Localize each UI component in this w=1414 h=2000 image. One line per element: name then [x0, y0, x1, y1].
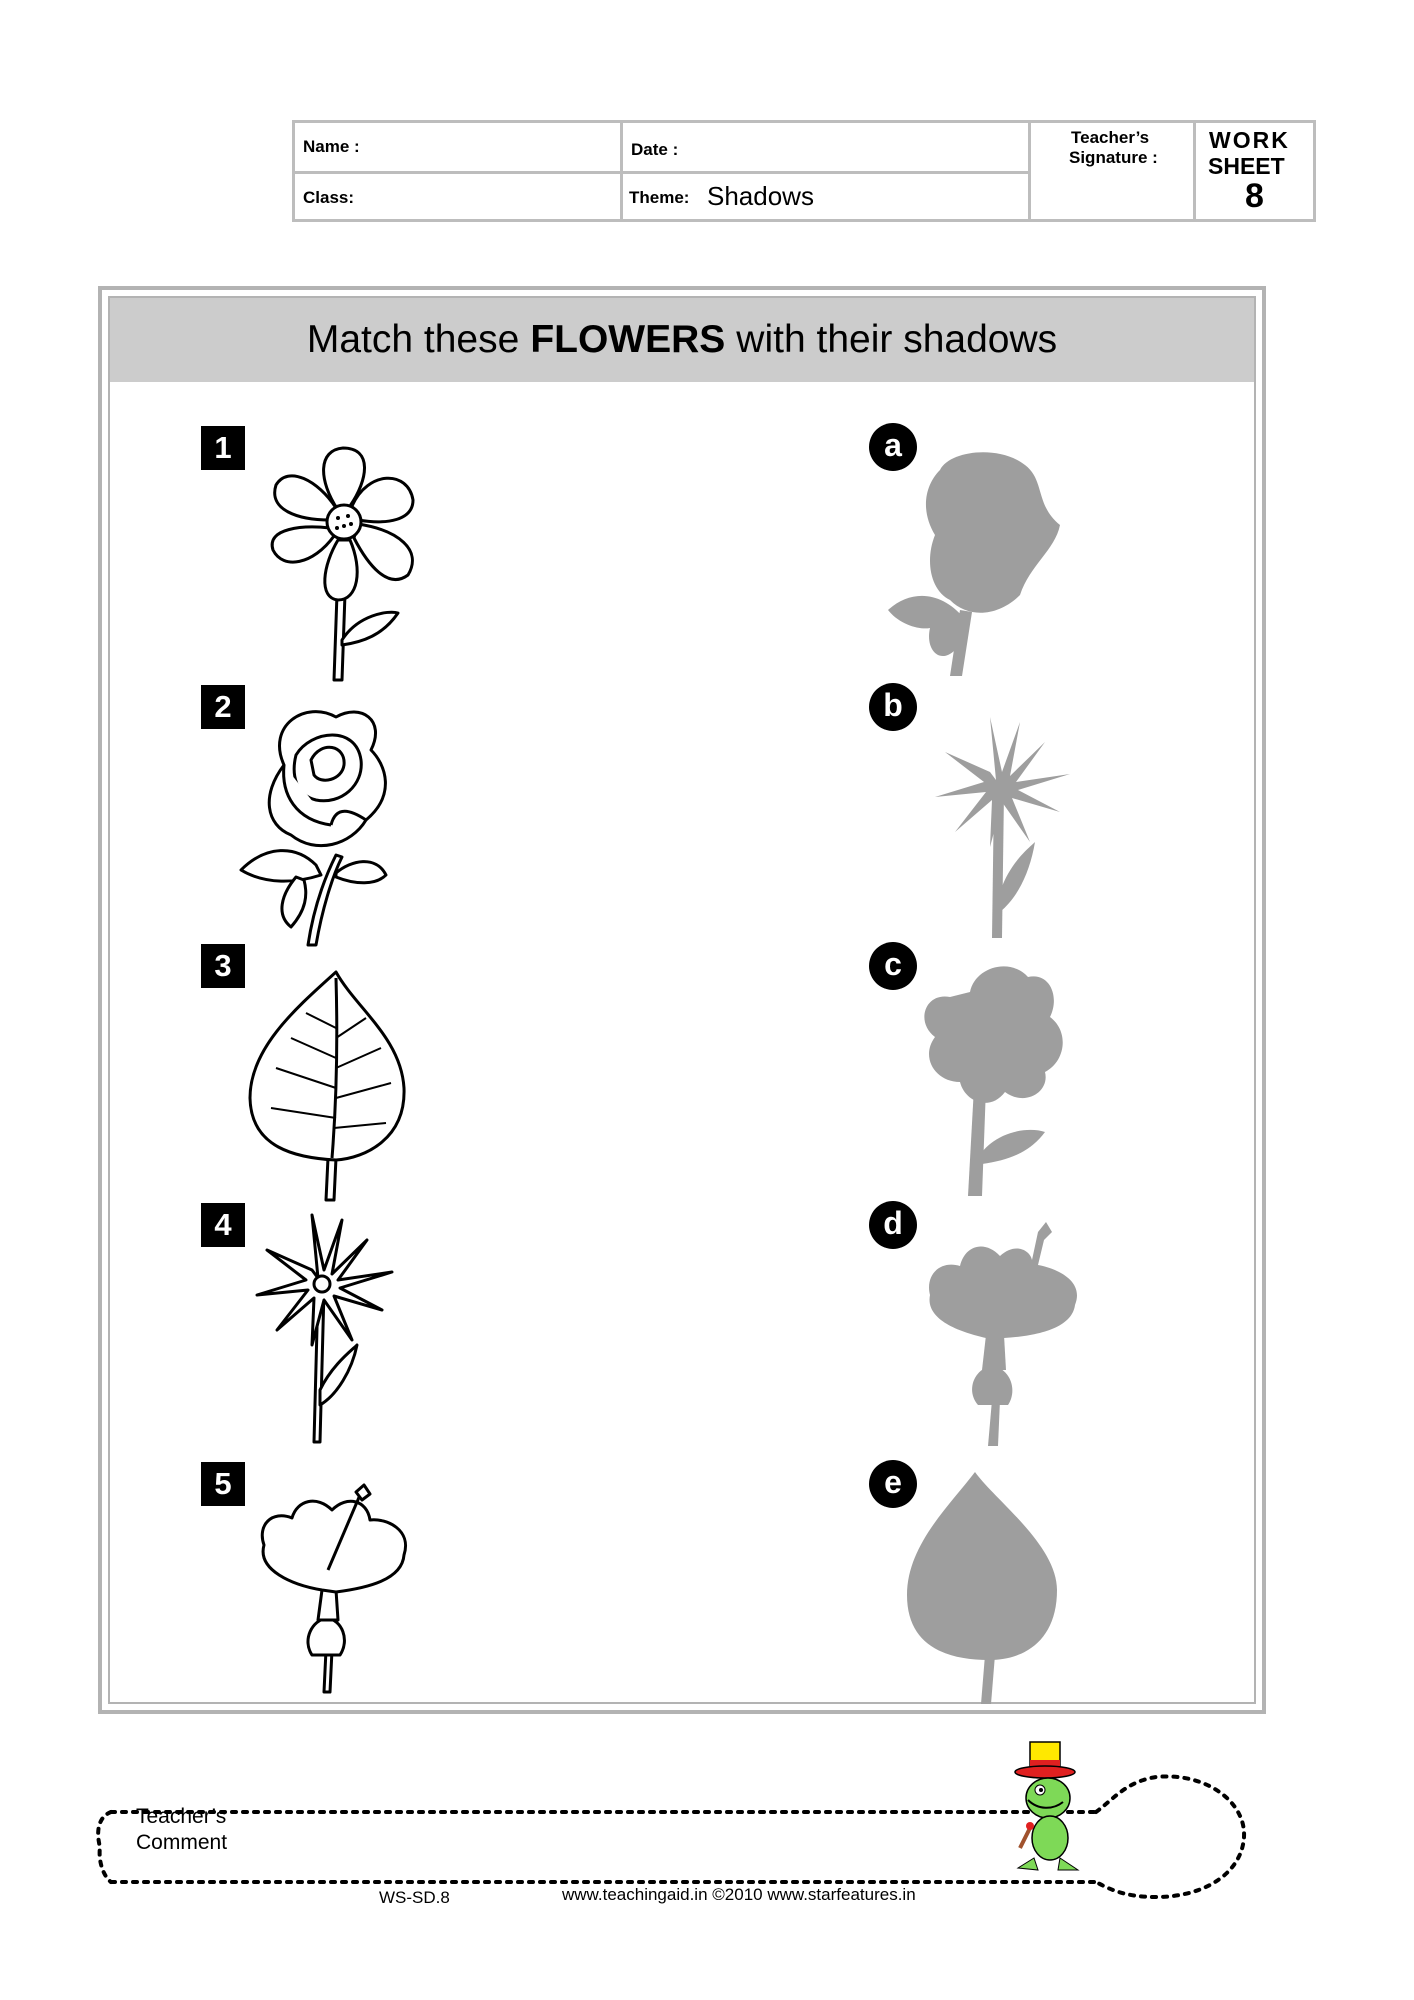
theme-label: Theme:: [629, 188, 690, 207]
worksheet-title: Match these FLOWERS with their shadows: [110, 298, 1254, 382]
item-letter-a: a: [869, 423, 917, 471]
star-flower-outline-icon[interactable]: [252, 1210, 402, 1444]
daisy-flower-shadow-icon[interactable]: [910, 962, 1080, 1196]
divider: [1028, 123, 1031, 219]
hibiscus-shadow-icon[interactable]: [920, 1220, 1090, 1446]
heart-leaf-outline-icon[interactable]: [246, 968, 416, 1202]
item-number-4: 4: [201, 1203, 245, 1247]
worksheet-code: WS-SD.8: [379, 1888, 450, 1907]
title-text: Match these: [306, 318, 520, 361]
frog-mascot-icon: [1014, 1741, 1080, 1871]
worksheet-frame: [98, 286, 1266, 1714]
item-number-1: 1: [201, 426, 245, 470]
item-number-2: 2: [201, 685, 245, 729]
item-letter-e: e: [869, 1460, 917, 1508]
header-table: Name : Date : Teacher’s Signature : Clas…: [292, 120, 1316, 222]
worksheet-number: 8: [1245, 177, 1264, 215]
item-number-5: 5: [201, 1462, 245, 1506]
item-letter-d: d: [869, 1201, 917, 1249]
comment-border: [96, 1774, 1247, 1900]
date-label: Date :: [631, 140, 679, 159]
title-text: with their shadows: [736, 318, 1058, 361]
comment-label: Comment: [136, 1831, 228, 1854]
signature-label: Teacher’s: [1071, 128, 1150, 147]
star-flower-shadow-icon[interactable]: [930, 712, 1080, 938]
signature-label: Signature :: [1069, 148, 1158, 167]
worksheet-label: SHEET: [1208, 153, 1285, 179]
daisy-flower-outline-icon[interactable]: [258, 440, 428, 682]
rose-shadow-icon[interactable]: [880, 450, 1080, 676]
divider: [1193, 123, 1196, 219]
comment-label: Teacher’s: [136, 1805, 227, 1828]
item-letter-b: b: [869, 683, 917, 731]
item-letter-c: c: [869, 942, 917, 990]
worksheet-label: WORK: [1209, 127, 1290, 153]
title-emphasis: FLOWERS: [530, 318, 726, 361]
heart-leaf-shadow-icon[interactable]: [905, 1470, 1065, 1704]
class-label: Class:: [303, 188, 355, 207]
worksheet-frame-inner: [108, 296, 1256, 1704]
divider: [295, 171, 1028, 174]
hibiscus-outline-icon[interactable]: [252, 1470, 422, 1694]
footer-credits[interactable]: www.teachingaid.in ©2010 www.starfeature…: [562, 1885, 916, 1904]
item-number-3: 3: [201, 944, 245, 988]
rose-outline-icon[interactable]: [236, 705, 436, 947]
theme-value: Shadows: [707, 181, 814, 211]
name-label: Name :: [303, 137, 360, 156]
